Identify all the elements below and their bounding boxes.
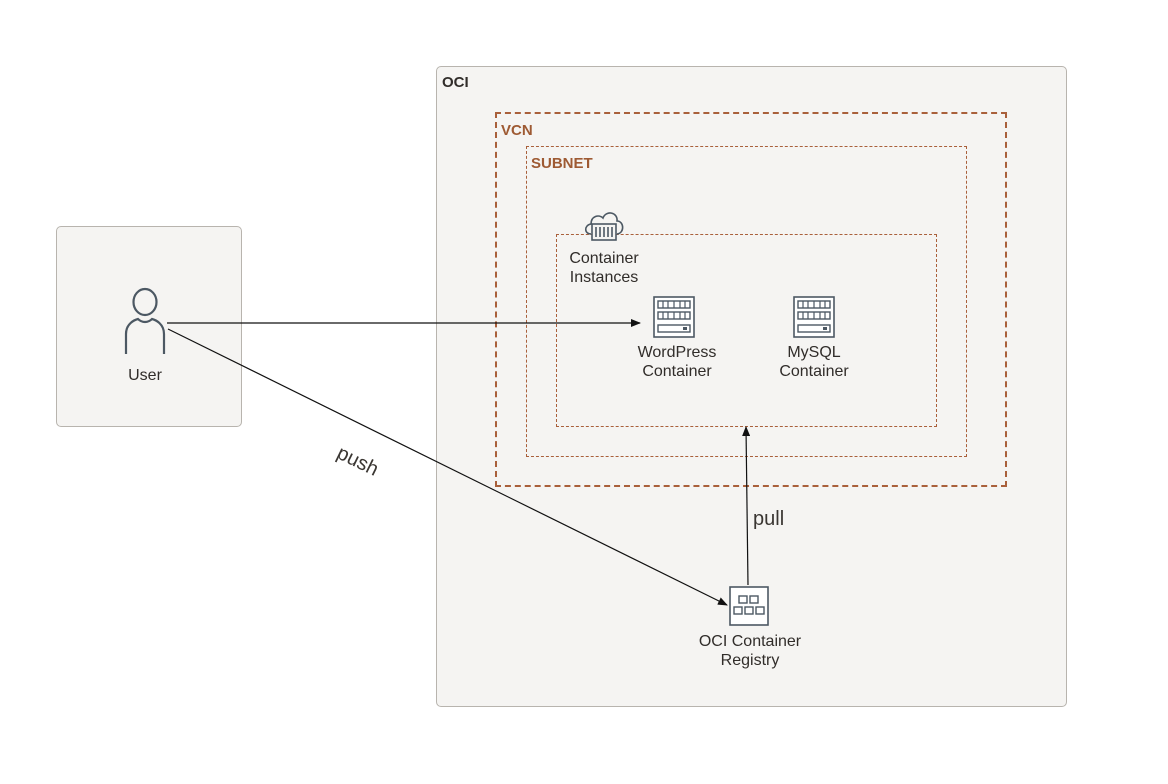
wordpress-label: WordPress Container [619,343,735,381]
edge-user-to-registry [167,328,728,606]
mysql-label-line1: MySQL [787,344,841,361]
edge-registry-to-container-instances [742,426,751,586]
container-instances-label-line1: Container [569,250,639,267]
cloud-container-icon [584,212,624,241]
mysql-label-line2: Container [779,363,849,380]
registry-label-line2: Registry [720,652,780,669]
registry-label: OCI Container Registry [680,632,820,670]
container-instances-label-line2: Instances [569,269,639,286]
wordpress-server-icon [653,296,695,338]
user-panel [56,226,242,427]
mysql-server-icon [793,296,835,338]
subnet-label: SUBNET [531,155,593,172]
user-icon [124,287,166,354]
vcn-label: VCN [501,122,533,139]
pull-label: pull [753,508,785,530]
container-instances-label: Container Instances [554,249,654,287]
vcn-region [495,112,1007,487]
mysql-label: MySQL Container [764,343,864,381]
oci-label: OCI [442,74,469,91]
registry-icon [729,586,769,626]
user-label: User [128,367,162,384]
wordpress-label-line2: Container [642,363,712,380]
wordpress-label-line1: WordPress [637,344,717,361]
registry-label-line1: OCI Container [698,633,802,650]
